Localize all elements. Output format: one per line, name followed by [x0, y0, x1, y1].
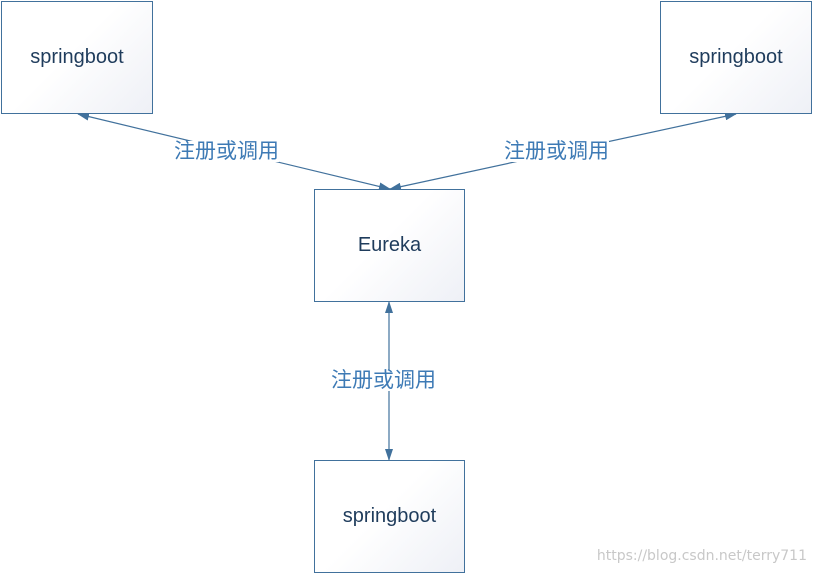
node-springboot-top-left: springboot: [1, 1, 153, 114]
edge-label-bottom: 注册或调用: [331, 368, 436, 392]
node-springboot-top-right: springboot: [660, 1, 812, 114]
node-springboot-bottom: springboot: [314, 460, 465, 573]
node-label: Eureka: [357, 234, 422, 256]
node-label: springboot: [342, 505, 437, 527]
edge-label-left: 注册或调用: [174, 139, 279, 163]
watermark: https://blog.csdn.net/terry711: [596, 548, 807, 564]
node-label: springboot: [30, 46, 124, 68]
node-label: springboot: [689, 46, 783, 68]
node-eureka: Eureka: [314, 189, 465, 302]
edge-label-right: 注册或调用: [504, 139, 609, 163]
